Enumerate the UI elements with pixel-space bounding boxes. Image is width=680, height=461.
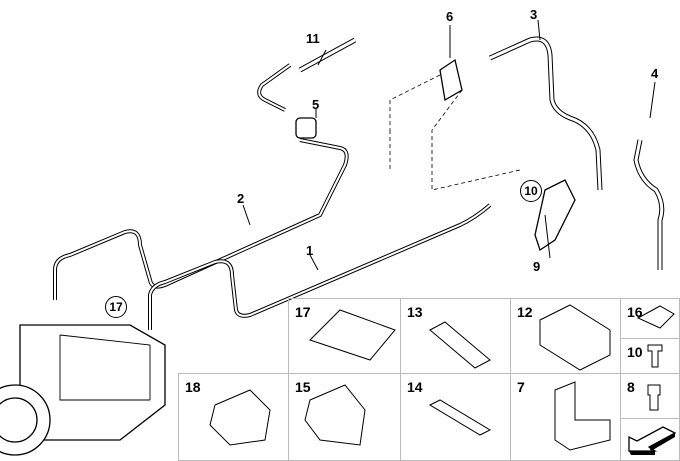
connector-3 <box>295 117 317 139</box>
callout-5: 3 <box>530 7 538 22</box>
part-label: 7 <box>517 379 525 395</box>
circled-callout-17: 17 <box>105 296 127 318</box>
part-label: 8 <box>627 379 635 395</box>
part-label: 13 <box>407 304 423 320</box>
direction-arrow-icon <box>628 426 677 455</box>
part-label: 16 <box>627 304 643 320</box>
callout-11: 4 <box>651 66 659 81</box>
part-label: 17 <box>295 304 311 320</box>
callout-9: 9 <box>533 259 541 274</box>
part-label: 15 <box>295 379 311 395</box>
callout-2: 2 <box>237 191 245 206</box>
callout-1: 1 <box>306 243 314 258</box>
part-label: 12 <box>517 304 533 320</box>
bracket-9 <box>534 179 576 252</box>
part-label: 10 <box>627 344 643 360</box>
callout-6: 6 <box>446 9 454 24</box>
part-label: 18 <box>185 379 201 395</box>
callout-3: 5 <box>312 97 320 112</box>
part-label: 14 <box>407 379 423 395</box>
circled-callout-10: 10 <box>520 180 542 202</box>
abs-unit <box>0 324 166 456</box>
callout-4: 11 <box>306 31 320 46</box>
